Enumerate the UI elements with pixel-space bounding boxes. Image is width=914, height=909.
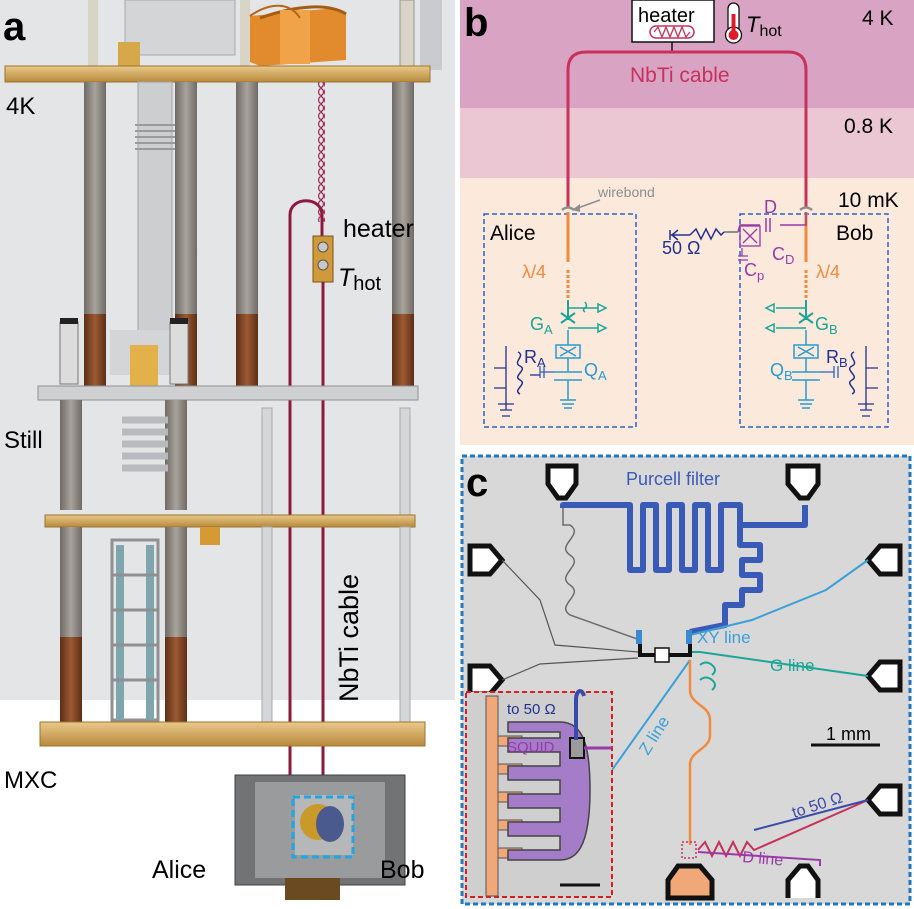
purcell-filter-label: Purcell filter [626, 469, 720, 489]
panel-a-thot-label: Thot [338, 264, 382, 295]
temp-4k: 4 K [862, 7, 894, 30]
panel-a-bob-label: Bob [380, 856, 424, 884]
panel-b-cable-label: NbTi cable [630, 64, 730, 87]
cd-label: CD [772, 244, 794, 267]
res-50-label: 50 Ω [662, 238, 700, 258]
gb-label: GB [815, 314, 838, 337]
ra-label: RA [524, 347, 546, 370]
panel-b-letter: b [464, 1, 488, 45]
panel-a-alice-label: Alice [152, 856, 206, 884]
panel-a-cable-label: NbTi cable [334, 574, 364, 702]
inset-to-50-label: to 50 Ω [507, 701, 556, 718]
panel-b-bob-label: Bob [836, 222, 873, 245]
wirebond-label: wirebond [597, 184, 655, 200]
cp-label: Cp [744, 260, 764, 283]
ga-label: GA [530, 314, 553, 337]
temp-08k: 0.8 K [844, 115, 893, 138]
rb-label: RB [826, 347, 848, 370]
lambda-b-label: λ/4 [816, 262, 840, 282]
coil-illustration [249, 4, 347, 66]
panel-a-letter: a [3, 5, 26, 49]
squid-label: SQUID [507, 739, 555, 756]
sample-box-illustration [234, 774, 406, 900]
d-label: D [764, 197, 777, 217]
panel-b-thot-label: Thot [746, 12, 782, 40]
stage-label-mxc: MXC [4, 767, 57, 794]
panel-c [460, 454, 912, 906]
panel-c-letter: c [466, 461, 488, 505]
panel-b [460, 0, 914, 445]
stage-label-4k: 4K [6, 93, 35, 120]
panel-b-alice-label: Alice [490, 222, 536, 245]
inset [465, 689, 613, 898]
qb-label: QB [770, 360, 793, 383]
stage-label-still: Still [4, 427, 43, 454]
xy-line-label: XY line [697, 628, 751, 647]
lambda-a-label: λ/4 [522, 262, 546, 282]
d-line-label: D line [742, 849, 784, 870]
panel-a [0, 0, 455, 909]
scale-bar-label: 1 mm [826, 724, 871, 744]
panel-a-heater-label: heater [343, 215, 414, 243]
qa-label: QA [584, 360, 607, 383]
panel-b-heater-label: heater [638, 5, 695, 27]
temp-10mk: 10 mK [838, 189, 899, 212]
g-line-label: G line [770, 656, 814, 675]
